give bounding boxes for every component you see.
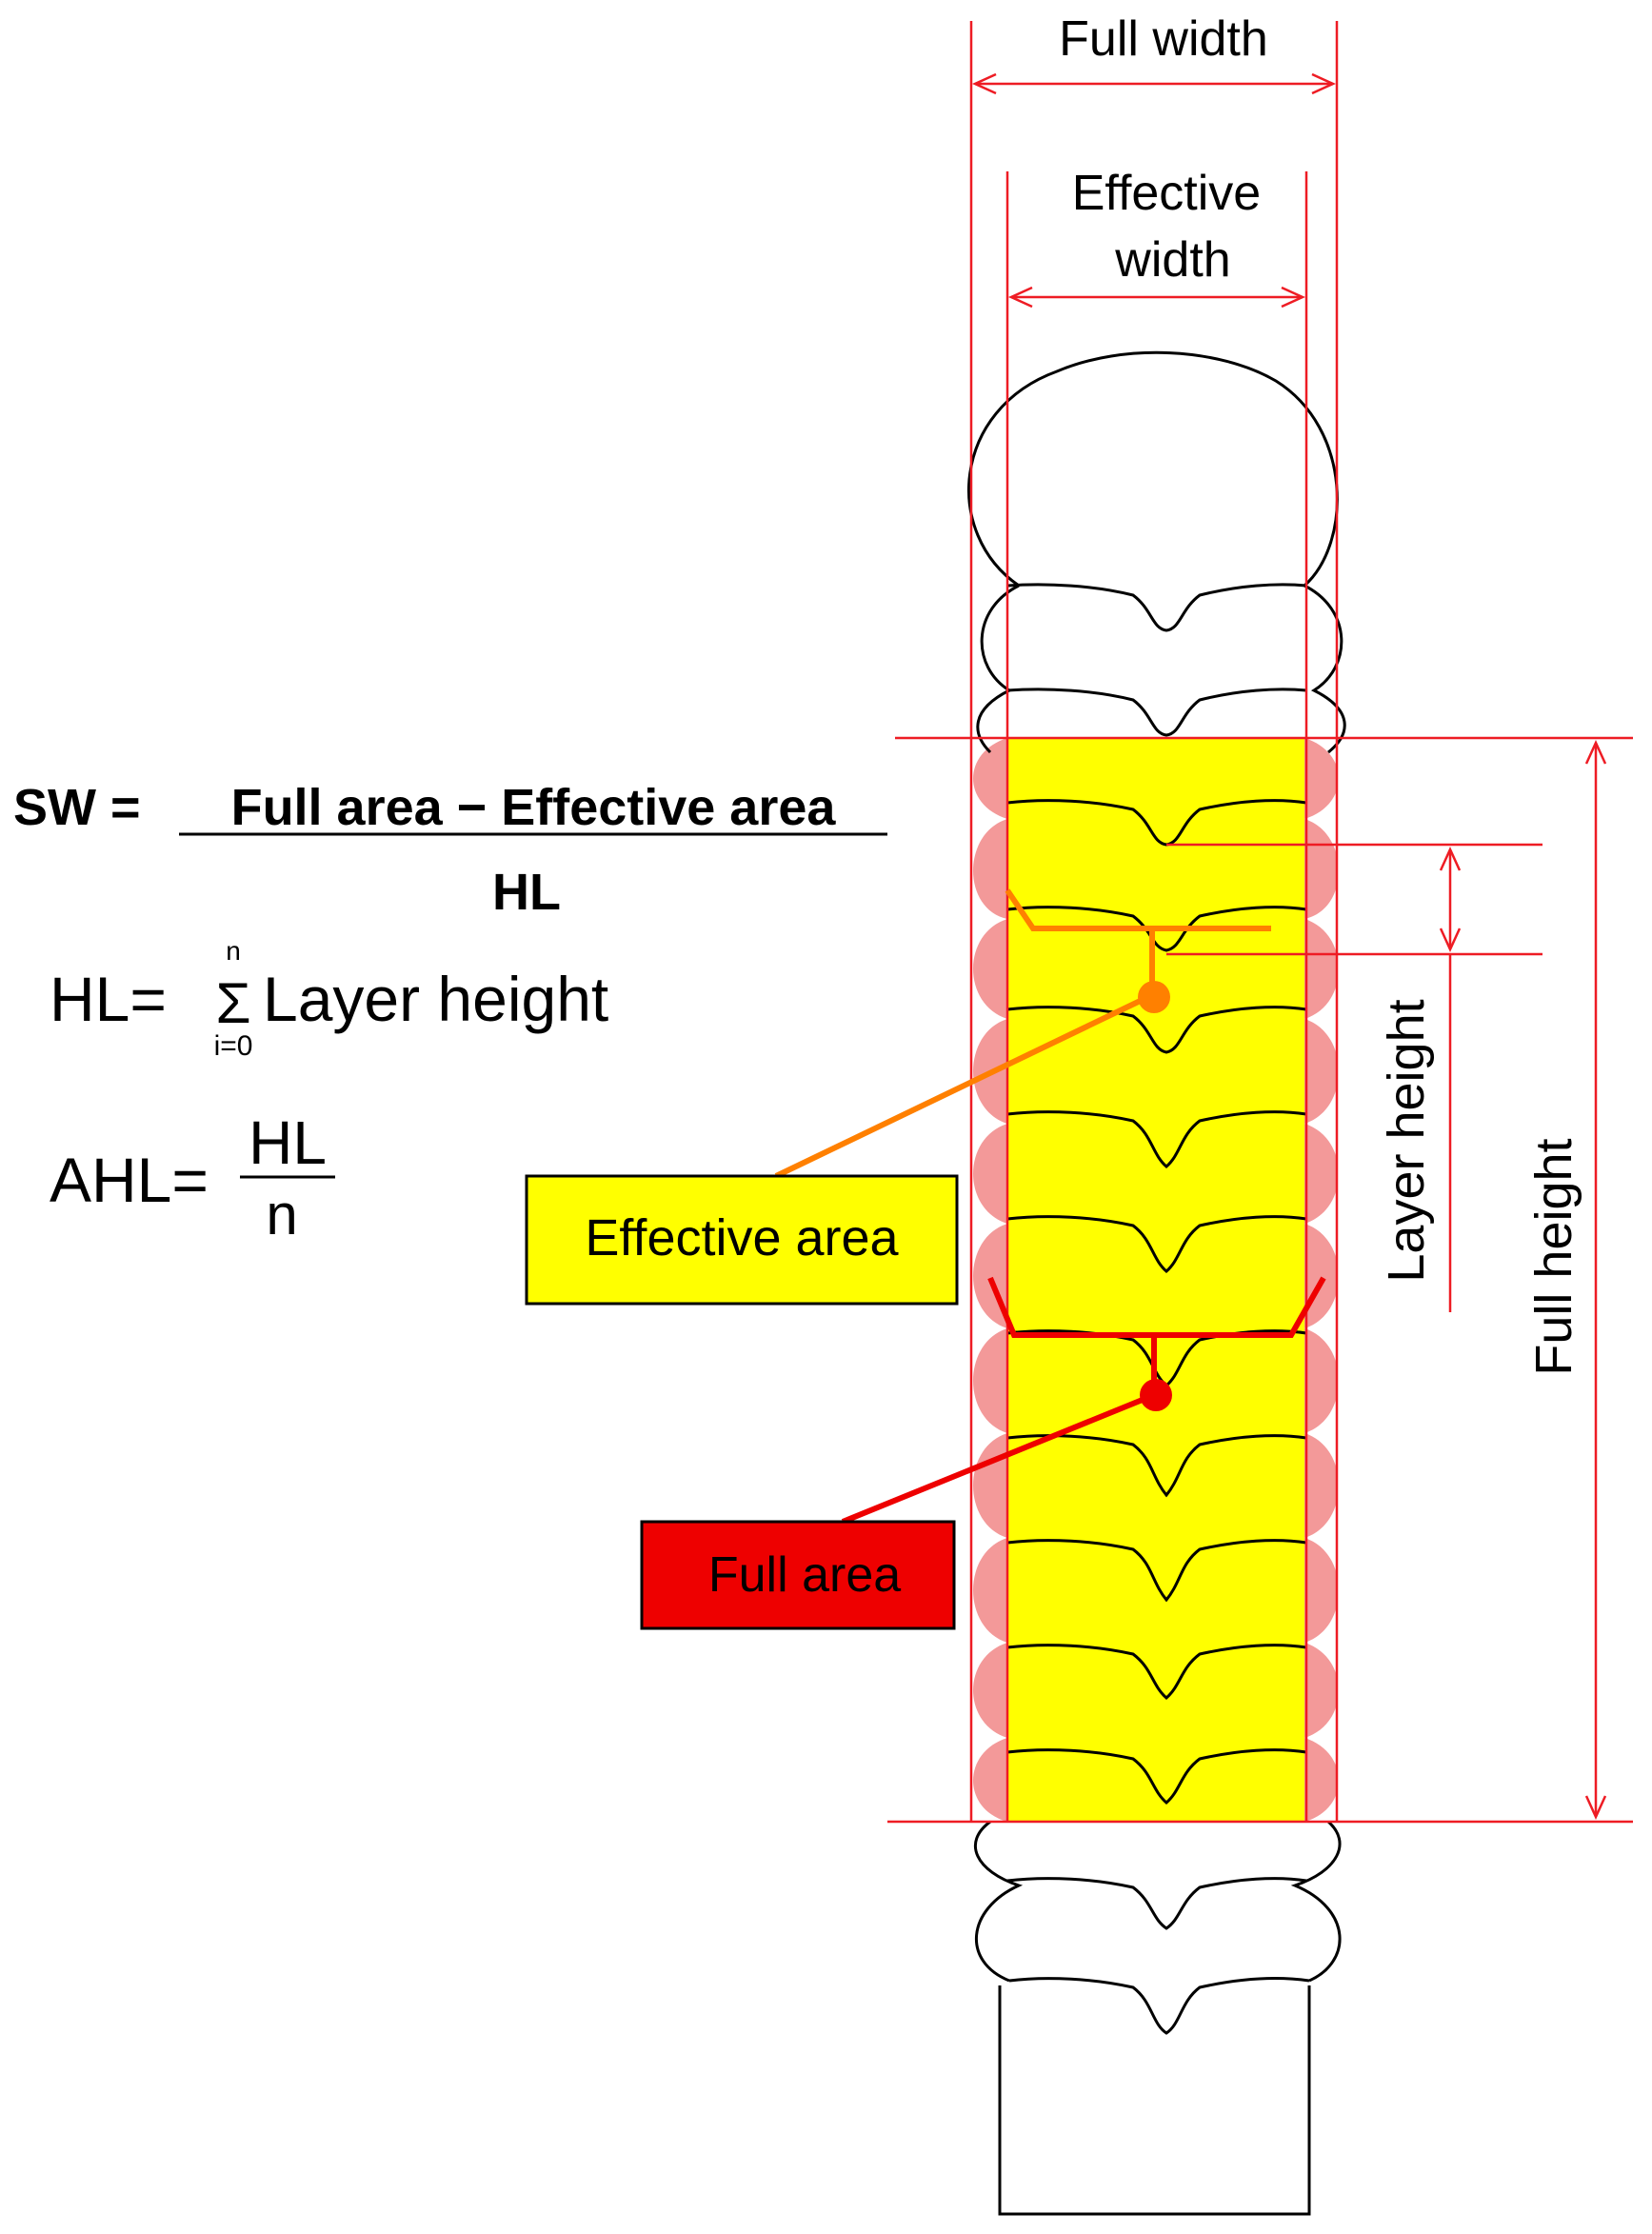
full-area-pointer-dot: [1140, 1379, 1172, 1411]
effective-width-label-line2: width: [1114, 232, 1230, 288]
sw-formula: SW = Full area − Effective area HL: [13, 779, 887, 921]
ahl-numerator: HL: [249, 1108, 327, 1177]
hl-lower-limit: i=0: [214, 1030, 253, 1062]
effective-area-callout: Effective area: [525, 1174, 959, 1306]
ahl-lhs: AHL=: [50, 1145, 209, 1215]
ahl-denominator: n: [266, 1183, 297, 1247]
hl-sigma: Σ: [215, 971, 250, 1035]
ahl-formula: AHL= HL n: [50, 1108, 335, 1247]
dimension-lines: [887, 21, 1633, 1824]
layer-height-label: Layer height: [1378, 999, 1435, 1282]
sw-numerator: Full area − Effective area: [231, 779, 837, 836]
sw-denominator: HL: [492, 864, 561, 921]
full-height-label: Full height: [1525, 1138, 1582, 1375]
effective-width-label-line1: Effective: [1072, 166, 1261, 221]
full-width-label: Full width: [1059, 11, 1268, 67]
effective-area-region: [1007, 738, 1304, 1822]
hl-upper-limit: n: [226, 936, 241, 966]
full-area-callout: Full area: [640, 1520, 956, 1630]
hl-formula: HL= Σ n i=0 Layer height: [50, 936, 608, 1062]
effective-area-callout-label: Effective area: [585, 1209, 899, 1267]
sw-lhs: SW =: [13, 779, 141, 836]
full-area-callout-label: Full area: [708, 1547, 901, 1603]
hl-term: Layer height: [263, 964, 608, 1034]
effective-area-pointer-dot: [1138, 981, 1170, 1013]
hl-lhs: HL=: [50, 964, 167, 1034]
